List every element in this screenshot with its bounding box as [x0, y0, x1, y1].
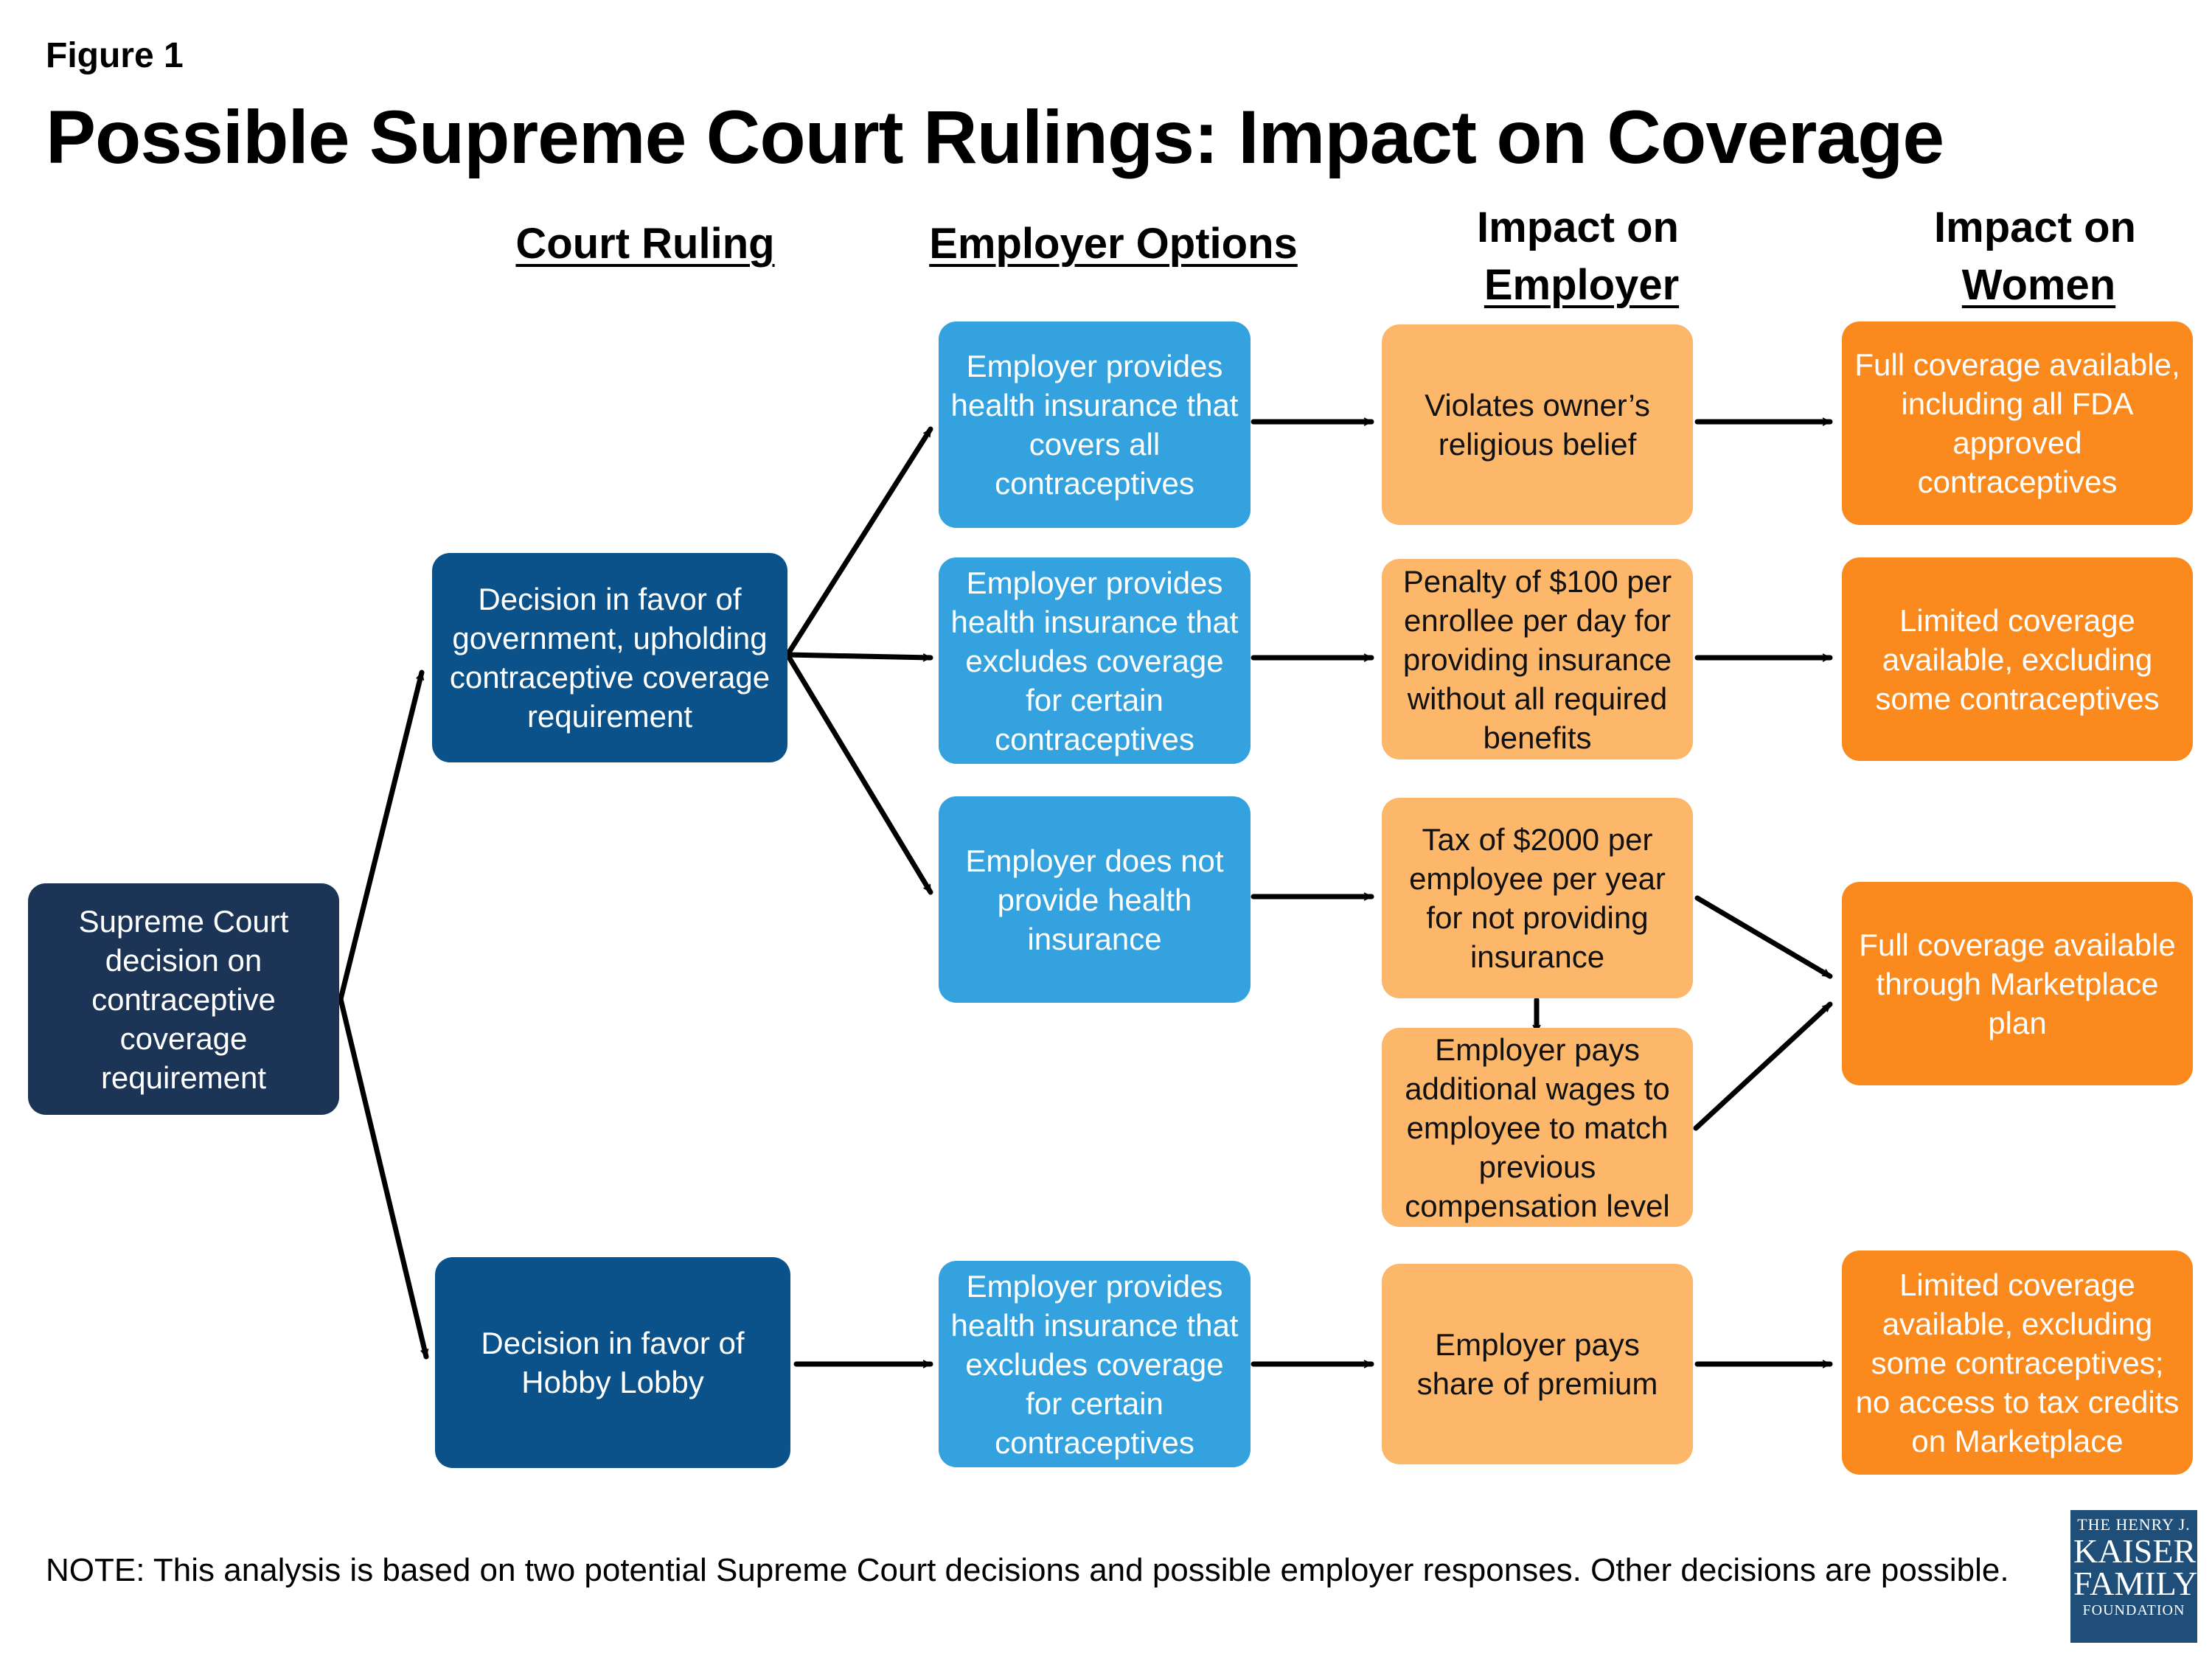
arrow-wages-to-marketplace [1693, 1001, 1833, 1131]
logo-line-2: KAISER [2073, 1532, 2197, 1570]
node-women-limited-no-tax-credits-text: Limited coverage available, excluding so… [1855, 1267, 2180, 1458]
node-option-no-insurance-text: Employer does not provide health insuran… [965, 843, 1224, 956]
arrow-root-to-gov [338, 669, 425, 1002]
node-employer-premium-share: Employer pays share of premium [1382, 1264, 1693, 1464]
node-women-marketplace-coverage-text: Full coverage available through Marketpl… [1859, 927, 2176, 1040]
node-employer-tax: Tax of $2000 per employee per year for n… [1382, 798, 1693, 998]
node-employer-additional-wages-text: Employer pays additional wages to employ… [1405, 1032, 1670, 1223]
node-ruling-hobby-lobby: Decision in favor of Hobby Lobby [435, 1257, 790, 1468]
node-ruling-hobby-lobby-text: Decision in favor of Hobby Lobby [481, 1326, 745, 1399]
node-employer-violates-belief-text: Violates owner’s religious belief [1425, 388, 1650, 462]
arrow-root-to-hobby [338, 996, 429, 1360]
node-option-covers-all: Employer provides health insurance that … [939, 321, 1251, 528]
node-women-full-coverage: Full coverage available, including all F… [1842, 321, 2193, 525]
node-women-limited-coverage-text: Limited coverage available, excluding so… [1875, 602, 2160, 716]
node-employer-penalty: Penalty of $100 per enrollee per day for… [1382, 559, 1693, 759]
column-header-impact-women: Impact on Women [1843, 199, 2212, 314]
node-employer-tax-text: Tax of $2000 per employee per year for n… [1409, 822, 1666, 974]
node-root-decision-text: Supreme Court decision on contraceptive … [78, 903, 289, 1095]
logo-line-1: THE HENRY J. [2077, 1515, 2191, 1534]
column-header-impact-women-line1: Impact on [1934, 204, 2136, 251]
arrow-tax-to-marketplace [1694, 895, 1833, 979]
column-header-employer-options: Employer Options [914, 215, 1312, 273]
column-header-impact-employer-line2: Employer [1484, 261, 1680, 309]
node-root-decision: Supreme Court decision on contraceptive … [28, 883, 339, 1115]
column-header-court-ruling: Court Ruling [487, 215, 804, 273]
node-women-full-coverage-text: Full coverage available, including all F… [1854, 347, 2180, 499]
figure-label: Figure 1 [46, 36, 184, 75]
node-women-marketplace-coverage: Full coverage available through Marketpl… [1842, 882, 2193, 1085]
column-header-impact-employer-line1: Impact on [1477, 204, 1679, 251]
column-header-employer-options-text: Employer Options [929, 220, 1298, 268]
node-option-hobby-excludes: Employer provides health insurance that … [939, 1261, 1251, 1467]
node-women-limited-no-tax-credits: Limited coverage available, excluding so… [1842, 1251, 2193, 1475]
node-option-hobby-excludes-text: Employer provides health insurance that … [950, 1268, 1239, 1460]
page-title: Possible Supreme Court Rulings: Impact o… [46, 95, 1944, 179]
node-option-excludes-text: Employer provides health insurance that … [950, 565, 1239, 757]
kaiser-family-foundation-logo: THE HENRY J. KAISER FAMILY FOUNDATION [2070, 1510, 2197, 1643]
arrow-gov-to-covers-all [785, 426, 933, 658]
node-option-no-insurance: Employer does not provide health insuran… [939, 796, 1251, 1003]
node-employer-additional-wages: Employer pays additional wages to employ… [1382, 1028, 1693, 1227]
logo-line-4: FOUNDATION [2082, 1602, 2185, 1618]
node-option-covers-all-text: Employer provides health insurance that … [950, 349, 1239, 501]
node-option-excludes: Employer provides health insurance that … [939, 557, 1251, 764]
node-ruling-government: Decision in favor of government, upholdi… [432, 553, 787, 762]
node-employer-violates-belief: Violates owner’s religious belief [1382, 324, 1693, 525]
node-ruling-government-text: Decision in favor of government, upholdi… [449, 582, 771, 734]
footnote: NOTE: This analysis is based on two pote… [46, 1552, 2009, 1588]
arrow-gov-to-no-insurance [785, 652, 933, 895]
node-women-limited-coverage: Limited coverage available, excluding so… [1842, 557, 2193, 761]
node-employer-premium-share-text: Employer pays share of premium [1416, 1327, 1658, 1401]
column-header-court-ruling-text: Court Ruling [515, 220, 775, 268]
logo-line-3: FAMILY [2073, 1565, 2198, 1602]
column-header-impact-women-line2: Women [1961, 261, 2116, 309]
column-header-impact-employer: Impact on Employer [1401, 199, 1755, 314]
arrow-gov-to-excludes [785, 652, 933, 658]
node-employer-penalty-text: Penalty of $100 per enrollee per day for… [1402, 563, 1672, 755]
